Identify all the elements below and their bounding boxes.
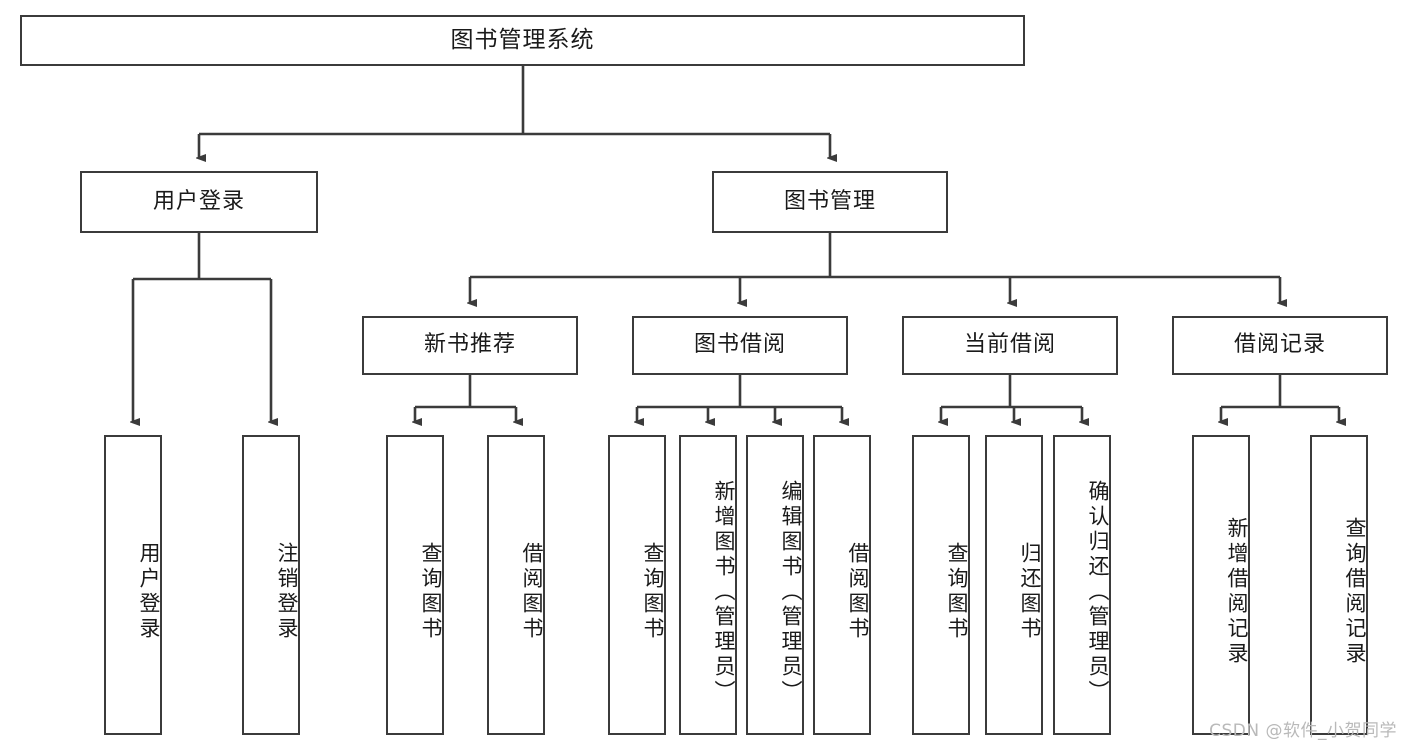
- node-leaf-logout[interactable]: 注销登录: [242, 435, 300, 735]
- node-user-login-label: 用户登录: [152, 188, 245, 214]
- node-leaf-return-book-label: 归还图书: [1018, 542, 1042, 642]
- node-user-login[interactable]: 用户登录: [80, 171, 318, 233]
- node-new-book-rec-label: 新书推荐: [423, 332, 516, 358]
- node-leaf-confirm-return[interactable]: 确认归还（管理员）: [1053, 435, 1111, 735]
- node-leaf-query-book-1-label: 查询图书: [419, 542, 443, 642]
- node-borrow-record-label: 借阅记录: [1233, 332, 1326, 358]
- node-leaf-add-record[interactable]: 新增借阅记录: [1192, 435, 1250, 735]
- node-leaf-query-record[interactable]: 查询借阅记录: [1310, 435, 1368, 735]
- node-leaf-add-record-label: 新增借阅记录: [1225, 517, 1249, 667]
- node-borrow-record[interactable]: 借阅记录: [1172, 316, 1388, 375]
- node-new-book-rec[interactable]: 新书推荐: [362, 316, 578, 375]
- node-book-manage-label: 图书管理: [783, 188, 876, 214]
- node-leaf-query-record-label: 查询借阅记录: [1343, 517, 1367, 667]
- node-leaf-query-book-3-label: 查询图书: [945, 542, 969, 642]
- node-leaf-add-book[interactable]: 新增图书（管理员）: [679, 435, 737, 735]
- node-leaf-query-book-1[interactable]: 查询图书: [386, 435, 444, 735]
- node-leaf-borrow-book-1[interactable]: 借阅图书: [487, 435, 545, 735]
- node-leaf-borrow-book-2-label: 借阅图书: [846, 542, 870, 642]
- node-leaf-confirm-return-label: 确认归还（管理员）: [1086, 479, 1110, 705]
- node-leaf-query-book-2[interactable]: 查询图书: [608, 435, 666, 735]
- node-book-manage[interactable]: 图书管理: [712, 171, 948, 233]
- node-leaf-return-book[interactable]: 归还图书: [985, 435, 1043, 735]
- node-leaf-query-book-3[interactable]: 查询图书: [912, 435, 970, 735]
- node-leaf-edit-book-label: 编辑图书（管理员）: [779, 479, 803, 705]
- node-current-borrow-label: 当前借阅: [963, 332, 1056, 358]
- node-root-label: 图书管理系统: [450, 26, 595, 53]
- node-leaf-query-book-2-label: 查询图书: [641, 542, 665, 642]
- node-leaf-borrow-book-1-label: 借阅图书: [520, 542, 544, 642]
- node-book-borrow-label: 图书借阅: [693, 332, 786, 358]
- node-leaf-add-book-label: 新增图书（管理员）: [712, 479, 736, 705]
- node-leaf-edit-book[interactable]: 编辑图书（管理员）: [746, 435, 804, 735]
- node-current-borrow[interactable]: 当前借阅: [902, 316, 1118, 375]
- node-leaf-user-login[interactable]: 用户登录: [104, 435, 162, 735]
- csdn-watermark: CSDN @软件_小贺同学: [1209, 721, 1397, 741]
- node-root-system[interactable]: 图书管理系统: [20, 15, 1025, 66]
- node-leaf-logout-label: 注销登录: [275, 542, 299, 642]
- node-leaf-user-login-label: 用户登录: [137, 542, 161, 642]
- node-book-borrow[interactable]: 图书借阅: [632, 316, 848, 375]
- node-leaf-borrow-book-2[interactable]: 借阅图书: [813, 435, 871, 735]
